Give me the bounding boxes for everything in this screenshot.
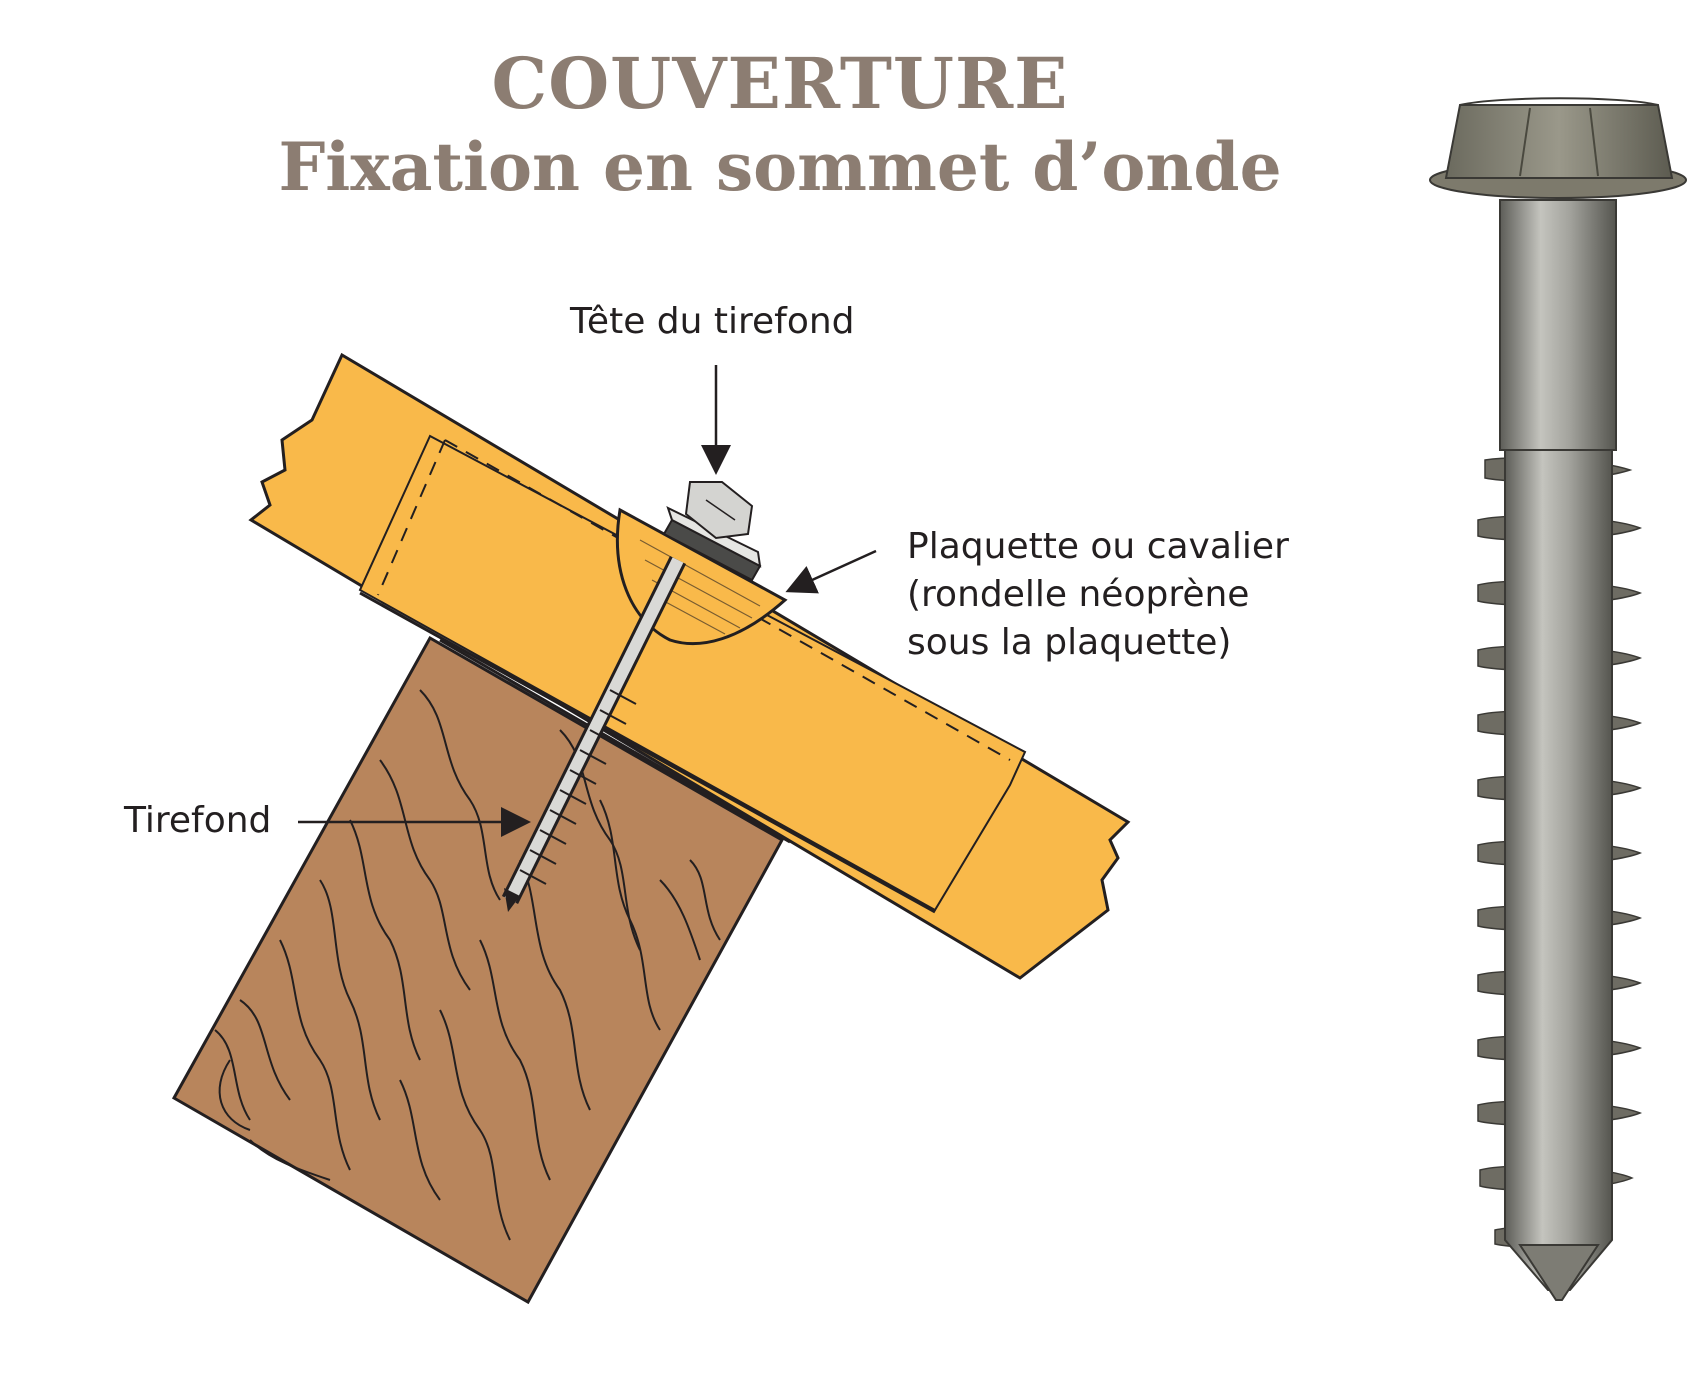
label-tirefond: Tirefond xyxy=(124,797,271,845)
label-plaquette-line-1: Plaquette ou cavalier xyxy=(907,523,1289,571)
label-plaquette-line-3: sous la plaquette) xyxy=(907,619,1289,667)
screw-photo xyxy=(1430,98,1686,1300)
label-plaquette-line-2: (rondelle néoprène xyxy=(907,571,1289,619)
label-plaquette: Plaquette ou cavalier (rondelle néoprène… xyxy=(907,523,1289,667)
arrow-plaquette-label xyxy=(790,551,876,590)
label-screw-head: Tête du tirefond xyxy=(570,298,855,346)
